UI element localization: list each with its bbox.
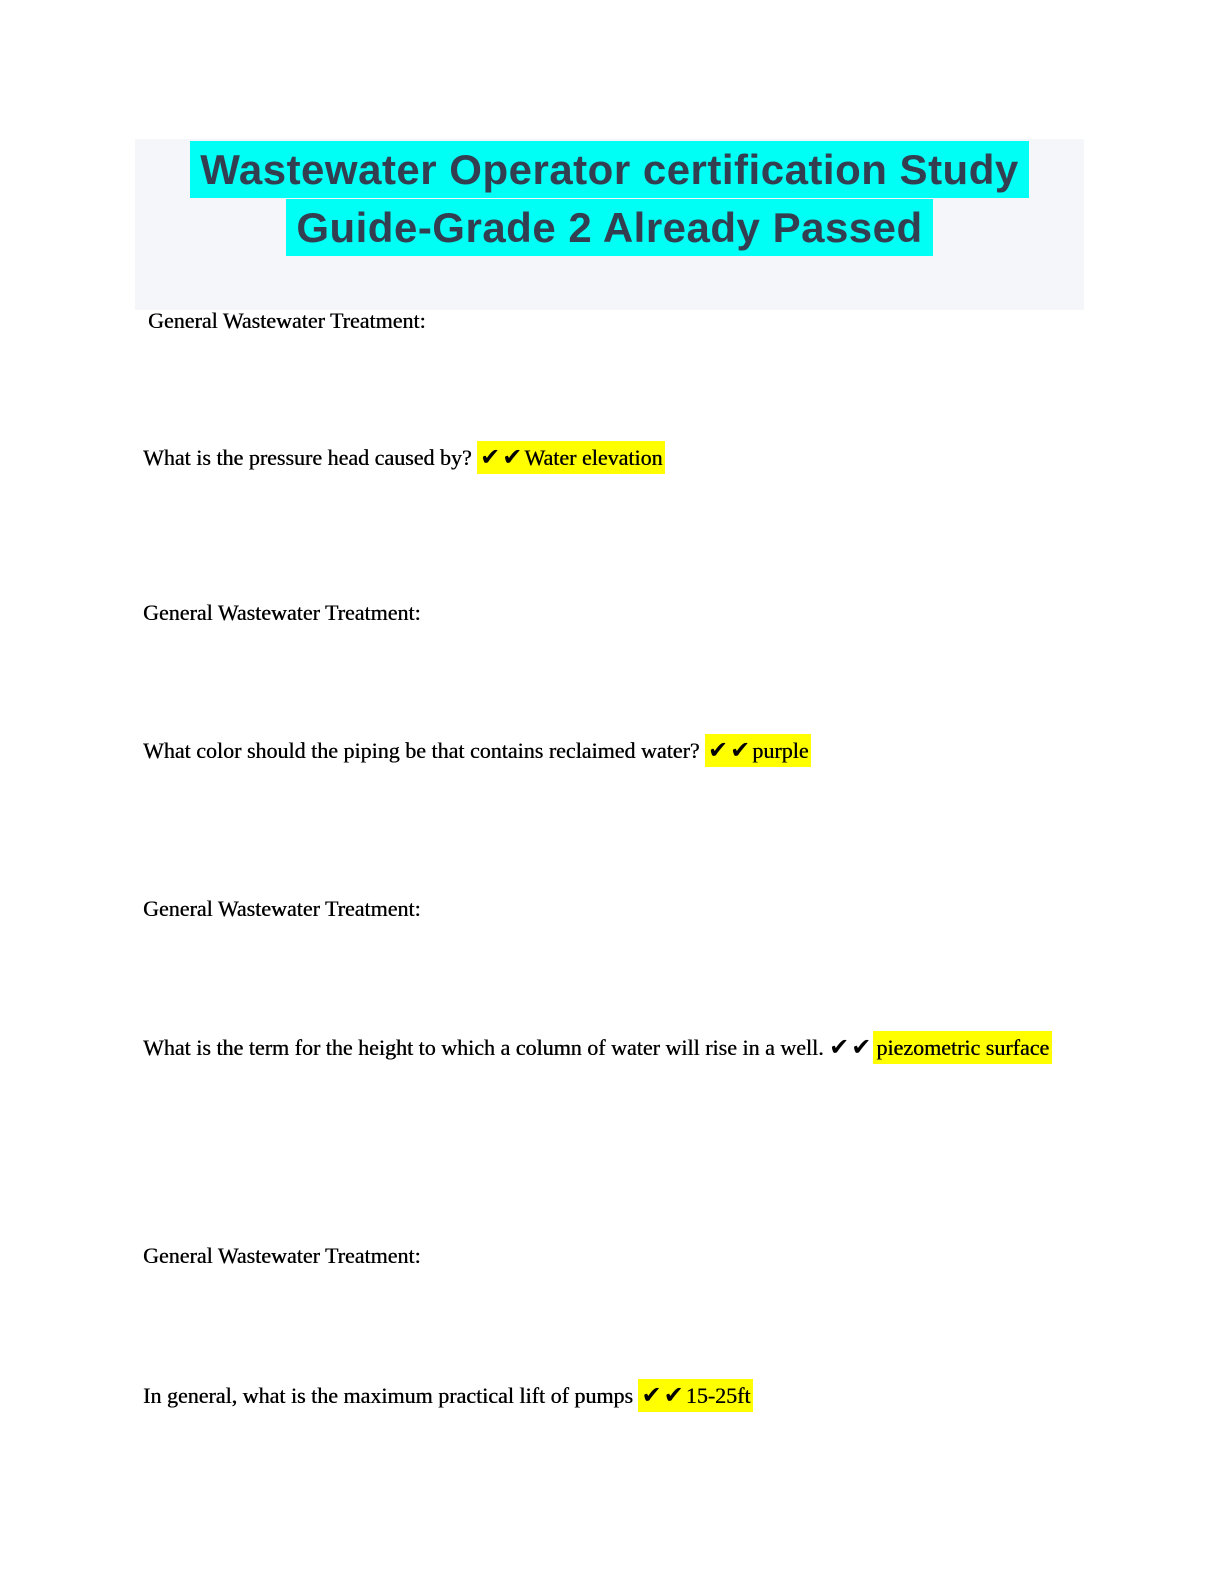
section-heading: General Wastewater Treatment:: [148, 308, 426, 333]
answer-text: purple: [752, 738, 809, 763]
answer-text: piezometric surface: [876, 1035, 1050, 1060]
title-line-1: Wastewater Operator certification Study: [190, 141, 1029, 198]
title-line-2: Guide-Grade 2 Already Passed: [286, 199, 933, 256]
check-icon: ✔✔: [641, 1381, 686, 1409]
answer-highlight: ✔✔purple: [705, 734, 812, 767]
answer-highlight: piezometric surface: [873, 1031, 1053, 1064]
question-answer-block: What is the pressure head caused by? ✔✔W…: [143, 429, 1084, 486]
question-text: What is the term for the height to which…: [143, 1035, 830, 1060]
question-text: What is the pressure head caused by?: [143, 445, 478, 470]
question-text: In general, what is the maximum practica…: [143, 1383, 639, 1408]
answer-highlight: ✔✔15-25ft: [638, 1379, 754, 1412]
question-answer-block: What color should the piping be that con…: [143, 722, 1084, 779]
section-heading: General Wastewater Treatment:: [143, 600, 421, 625]
check-icon: ✔✔: [829, 1033, 874, 1061]
question-text: What color should the piping be that con…: [143, 738, 706, 763]
question-answer-block: What is the term for the height to which…: [143, 1019, 1063, 1076]
answer-text: Water elevation: [524, 445, 663, 470]
answer-text: 15-25ft: [685, 1383, 751, 1408]
check-icon: ✔✔: [708, 736, 753, 764]
check-icon: ✔✔: [480, 443, 525, 471]
section-heading: General Wastewater Treatment:: [143, 1243, 421, 1268]
question-answer-block: In general, what is the maximum practica…: [143, 1367, 1084, 1424]
section-heading: General Wastewater Treatment:: [143, 896, 421, 921]
answer-highlight: ✔✔Water elevation: [477, 441, 666, 474]
